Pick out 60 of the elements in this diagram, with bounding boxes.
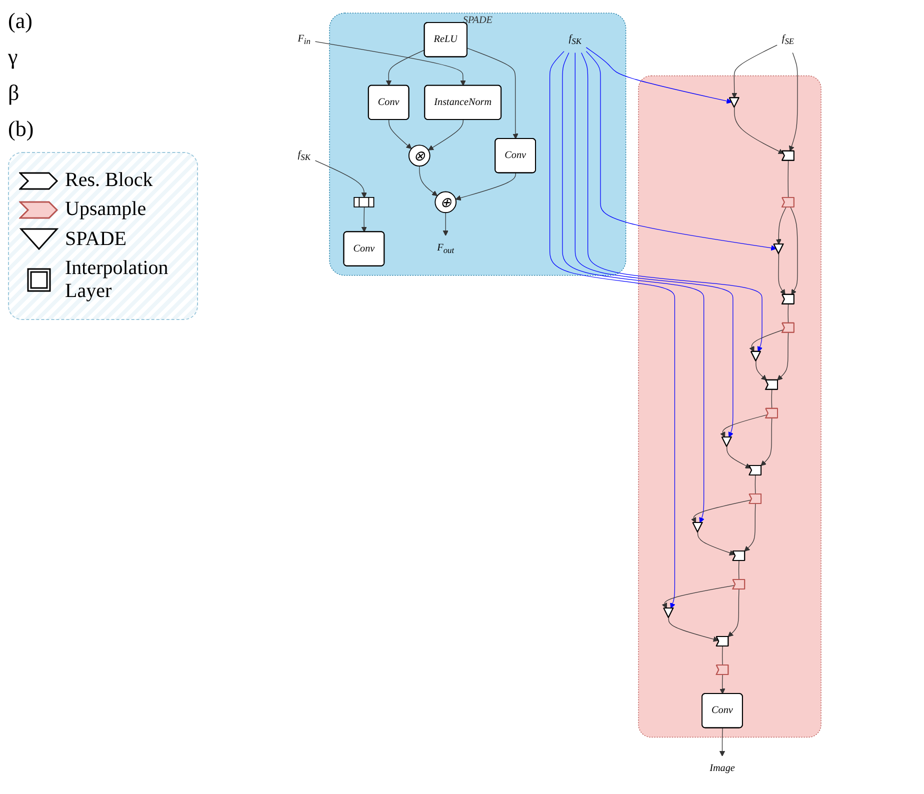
- arrow: [790, 206, 798, 295]
- node-text: Image: [710, 762, 735, 774]
- arrow: [662, 584, 736, 609]
- node-text: f$_{SK}$: [568, 33, 582, 46]
- arrow: [777, 332, 789, 380]
- arrow: [314, 160, 367, 198]
- node-text: F$_{in}$: [298, 33, 310, 46]
- arrow: [466, 48, 518, 140]
- legend-text: Res. Block: [65, 169, 153, 192]
- connector: [788, 304, 789, 324]
- node-circle: ⊗: [408, 144, 430, 167]
- arrow: [574, 52, 734, 438]
- arrow: [776, 206, 786, 245]
- arrow: [697, 532, 735, 556]
- arrow: [734, 107, 784, 154]
- arrow: [442, 212, 448, 236]
- arrow: [744, 503, 756, 552]
- connector: [771, 389, 772, 410]
- arrow: [778, 254, 786, 295]
- arrow: [749, 329, 784, 352]
- node-text: f$_{SE}$: [782, 33, 794, 46]
- node-text: f$_{SK}$: [298, 149, 310, 162]
- arrow: [419, 166, 438, 196]
- arrow: [719, 728, 726, 756]
- arrow: [386, 50, 425, 86]
- legend-text: Interpolation Layer: [65, 257, 170, 303]
- arrow: [549, 51, 676, 609]
- arrow: [756, 360, 767, 380]
- arrow: [455, 172, 516, 201]
- connector: [754, 474, 756, 495]
- arrow: [720, 414, 768, 438]
- connector: [788, 160, 789, 198]
- arrow: [586, 47, 732, 104]
- arrow: [562, 52, 704, 524]
- panel-label: (b): [8, 116, 35, 142]
- arrow: [720, 674, 726, 694]
- arrow: [361, 206, 367, 232]
- connector: [738, 560, 740, 580]
- panel-label: β: [8, 80, 20, 106]
- cluster: [638, 75, 822, 738]
- arrow: [732, 44, 778, 98]
- arrow: [788, 52, 798, 152]
- node-circle: ⊕: [434, 191, 457, 214]
- panel-label: γ: [8, 44, 19, 70]
- arrow: [668, 617, 719, 642]
- legend-text: Upsample: [65, 198, 146, 221]
- arrow: [586, 51, 776, 251]
- arrow: [728, 588, 740, 638]
- panel-label: (a): [8, 8, 34, 34]
- node-text: F$_{out}$: [437, 242, 454, 256]
- arrow: [388, 120, 412, 150]
- node-box: [354, 196, 374, 208]
- arrow: [760, 418, 772, 466]
- arrow: [581, 52, 763, 352]
- arrow: [726, 446, 751, 468]
- arrow: [314, 41, 466, 86]
- legend-text: SPADE: [65, 228, 127, 250]
- arrow: [428, 120, 464, 150]
- arrow: [691, 500, 752, 524]
- connector: [722, 646, 723, 666]
